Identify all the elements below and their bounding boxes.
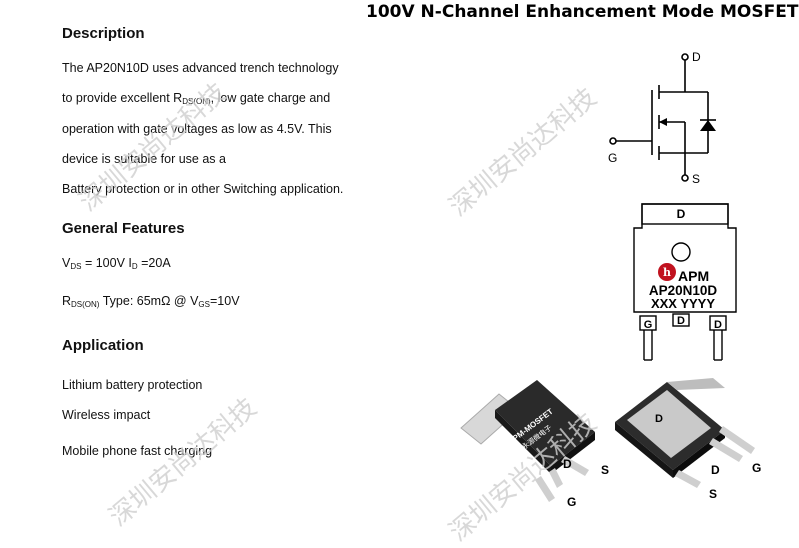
description-line-2: to provide excellent RDS(ON), low gate c…	[62, 91, 331, 106]
description-line-1: The AP20N10D uses advanced trench techno…	[62, 61, 339, 75]
package-drawing: h D APM AP20N10D XXX YYYY G D D	[633, 203, 737, 361]
mosfet-symbol: D G S	[608, 50, 716, 186]
features-heading: General Features	[62, 220, 185, 237]
application-item: Lithium battery protection	[62, 378, 203, 392]
photo-right-tab-label: D	[655, 413, 663, 425]
package-part: AP20N10D	[649, 283, 718, 298]
source-label: S	[692, 172, 700, 186]
gate-label: G	[608, 151, 617, 165]
photo-right-pin-d: D	[711, 463, 720, 477]
package-pin-d2: D	[714, 319, 722, 331]
description-heading: Description	[62, 25, 145, 42]
description-line-3: operation with gate voltages as low as 4…	[62, 122, 332, 136]
page-title: 100V N-Channel Enhancement Mode MOSFET	[366, 2, 799, 22]
description-line-4: device is suitable for use as a	[62, 152, 226, 166]
package-photo-top: APM-MOSFET 永源微电子 D S G	[460, 380, 609, 509]
photo-right-pin-s: S	[709, 487, 717, 501]
drain-label: D	[692, 50, 701, 64]
watermark: 深圳安尚达科技	[443, 82, 603, 223]
description-line-5: Battery protection or in other Switching…	[62, 182, 344, 196]
application-heading: Application	[62, 337, 144, 354]
package-pin-d: D	[677, 315, 685, 327]
photo-left-pin-g: G	[567, 495, 576, 509]
package-code: XXX YYYY	[651, 296, 715, 311]
svg-text:h: h	[663, 266, 671, 279]
package-photo-bottom: D D G S	[615, 378, 761, 501]
photo-left-pin-d: D	[563, 457, 572, 471]
photo-left-pin-s: S	[601, 463, 609, 477]
application-item: Mobile phone fast charging	[62, 444, 213, 458]
feature-rds: RDS(ON) Type: 65mΩ @ VGS=10V	[62, 294, 240, 309]
photo-right-pin-g: G	[752, 461, 761, 475]
application-item: Wireless impact	[62, 408, 151, 422]
brand-logo-icon	[658, 263, 676, 281]
package-brand: APM	[678, 268, 709, 284]
feature-vds-id: VDS = 100V ID =20A	[62, 256, 171, 271]
package-tab-label: D	[677, 207, 686, 221]
package-pin-g: G	[644, 319, 653, 331]
